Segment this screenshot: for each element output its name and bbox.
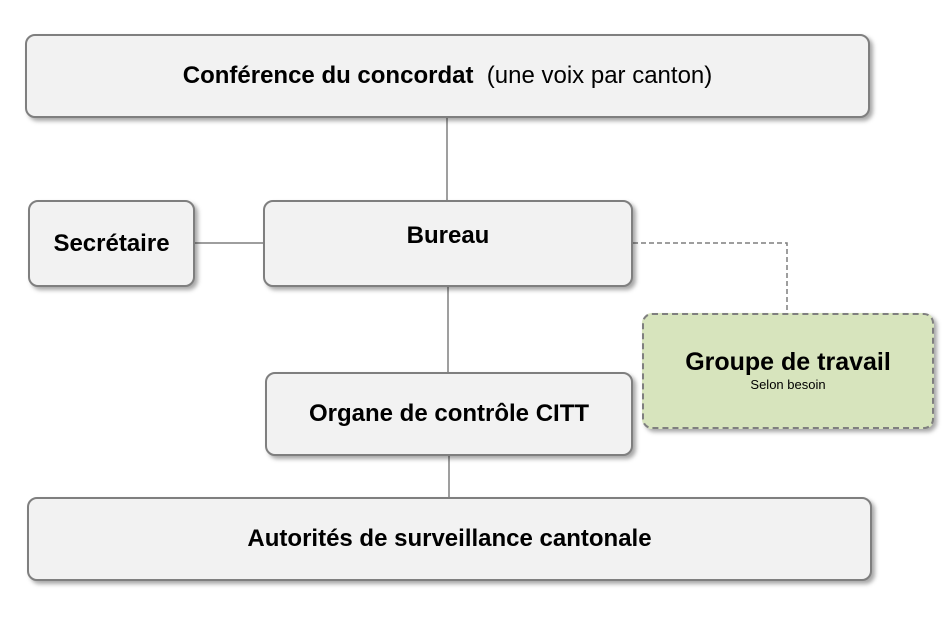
secretaire-title: Secrétaire [53,229,170,257]
autorites-title: Autorités de surveillance cantonale [247,525,652,553]
conference-title-line: Conférence du concordat (une voix par ca… [183,62,713,90]
groupe-box: Groupe de travail Selon besoin [642,313,934,429]
conference-title: Conférence du concordat [182,62,474,90]
groupe-title: Groupe de travail [685,348,891,376]
groupe-subtitle: Selon besoin [750,376,826,392]
conference-box: Conférence du concordat (une voix par ca… [25,34,870,118]
bureau-box: Bureau [263,200,633,287]
autorites-box: Autorités de surveillance cantonale [27,497,872,581]
bureau-title: Bureau [406,222,490,249]
organe-title: Organe de contrôle CITT [308,400,590,428]
conference-note: (une voix par canton) [486,62,713,90]
organe-box: Organe de contrôle CITT [265,372,633,456]
secretaire-box: Secrétaire [28,200,195,287]
connector-bureau-groupe [633,242,788,313]
